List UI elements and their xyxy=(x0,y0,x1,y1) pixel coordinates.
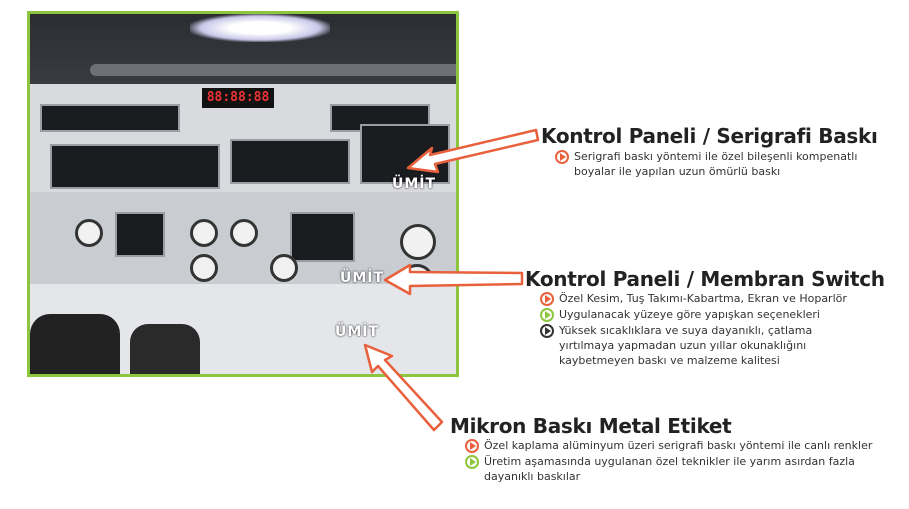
play-bullet-icon xyxy=(540,324,554,338)
monitor xyxy=(290,212,355,262)
gauge xyxy=(190,219,218,247)
clock-display: 88:88:88 xyxy=(202,88,274,108)
lower-panel xyxy=(30,192,456,302)
upper-screen xyxy=(40,104,180,132)
play-bullet-icon xyxy=(465,439,479,453)
bullet-text: Özel Kesim, Tuş Takımı-Kabartma, Ekran v… xyxy=(559,292,847,305)
umit-logo: ÜMİT xyxy=(340,270,385,286)
umit-logo: ÜMİT xyxy=(392,176,437,192)
membran-bullets: Özel Kesim, Tuş Takımı-Kabartma, Ekran v… xyxy=(540,291,870,369)
bullet-text: Yüksek sıcaklıklara ve suya dayanıklı, ç… xyxy=(559,324,813,367)
gauge xyxy=(75,219,103,247)
ceiling-light xyxy=(190,14,330,42)
control-panel-photo: 88:88:88 ÜMİT ÜMİT ÜMİT xyxy=(27,11,459,377)
section-title-membran: Kontrol Paneli / Membran Switch xyxy=(525,267,885,291)
bullet-item: Yüksek sıcaklıklara ve suya dayanıklı, ç… xyxy=(540,323,870,368)
arrow-icon xyxy=(383,263,524,296)
umit-logo: ÜMİT xyxy=(335,324,380,340)
play-bullet-icon xyxy=(540,308,554,322)
chair xyxy=(30,314,120,374)
monitor xyxy=(115,212,165,257)
gauge xyxy=(230,219,258,247)
bullet-item: Uygulanacak yüzeye göre yapışkan seçenek… xyxy=(540,307,870,322)
section-title-serigrafi: Kontrol Paneli / Serigrafi Baskı xyxy=(541,124,878,148)
gauge xyxy=(190,254,218,282)
metal-etiket-bullets: Özel kaplama alüminyum üzeri serigrafi b… xyxy=(465,438,885,485)
bullet-item: Serigrafi baskı yöntemi ile özel bileşen… xyxy=(555,149,875,179)
bullet-text: Özel kaplama alüminyum üzeri serigrafi b… xyxy=(484,439,873,452)
bullet-item: Özel kaplama alüminyum üzeri serigrafi b… xyxy=(465,438,885,453)
serigrafi-bullets: Serigrafi baskı yöntemi ile özel bileşen… xyxy=(555,149,875,180)
pipe xyxy=(90,64,456,76)
panel-screen xyxy=(230,139,350,184)
bullet-text: Üretim aşamasında uygulanan özel teknikl… xyxy=(484,455,855,483)
arrow-icon xyxy=(406,128,540,174)
play-bullet-icon xyxy=(465,455,479,469)
chair xyxy=(130,324,200,374)
panel-screen xyxy=(50,144,220,189)
play-bullet-icon xyxy=(555,150,569,164)
bullet-item: Özel Kesim, Tuş Takımı-Kabartma, Ekran v… xyxy=(540,291,870,306)
gauge xyxy=(400,224,436,260)
bullet-item: Üretim aşamasında uygulanan özel teknikl… xyxy=(465,454,865,484)
bullet-text: Uygulanacak yüzeye göre yapışkan seçenek… xyxy=(559,308,820,321)
section-title-metal-etiket: Mikron Baskı Metal Etiket xyxy=(450,414,732,438)
gauge xyxy=(270,254,298,282)
play-bullet-icon xyxy=(540,292,554,306)
arrow-icon xyxy=(363,343,444,432)
bullet-text: Serigrafi baskı yöntemi ile özel bileşen… xyxy=(574,150,858,178)
